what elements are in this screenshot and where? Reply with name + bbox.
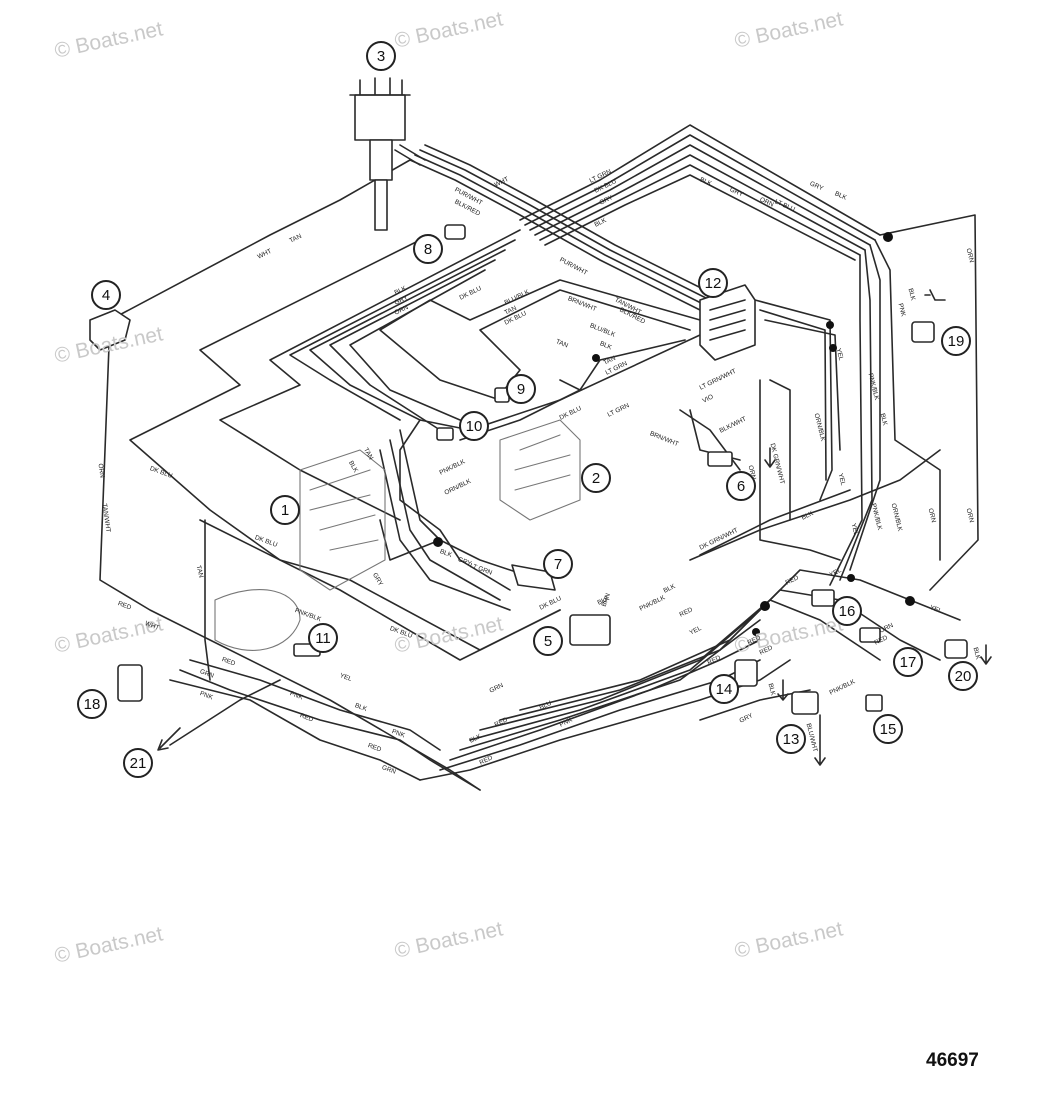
distributor <box>349 77 426 231</box>
callout-21: 21 <box>123 748 153 778</box>
center-harness <box>169 379 961 791</box>
callout-19: 19 <box>941 326 971 356</box>
callout-7: 7 <box>543 549 573 579</box>
callout-16: 16 <box>832 596 862 626</box>
callout-10: 10 <box>459 411 489 441</box>
callout-6: 6 <box>726 471 756 501</box>
callout-11: 11 <box>308 623 338 653</box>
left-harness <box>99 159 701 791</box>
junction-dots <box>433 232 915 636</box>
callout-14: 14 <box>709 674 739 704</box>
figure-number: 46697 <box>926 1050 979 1071</box>
callout-17: 17 <box>893 647 923 677</box>
callout-18: 18 <box>77 689 107 719</box>
callout-1: 1 <box>270 495 300 525</box>
callout-20: 20 <box>948 661 978 691</box>
callout-15: 15 <box>873 714 903 744</box>
callout-13: 13 <box>776 724 806 754</box>
callout-5: 5 <box>533 626 563 656</box>
top-harness <box>409 124 881 311</box>
engine-sketch <box>214 419 581 651</box>
callout-4: 4 <box>91 280 121 310</box>
callout-3: 3 <box>366 41 396 71</box>
callout-9: 9 <box>506 374 536 404</box>
ignition-switch <box>89 309 131 351</box>
callout-12: 12 <box>698 268 728 298</box>
ground-arrows <box>157 289 992 766</box>
callout-2: 2 <box>581 463 611 493</box>
right-harness <box>754 214 979 591</box>
ignition-module <box>699 284 756 361</box>
connectors <box>117 224 968 715</box>
callout-8: 8 <box>413 234 443 264</box>
